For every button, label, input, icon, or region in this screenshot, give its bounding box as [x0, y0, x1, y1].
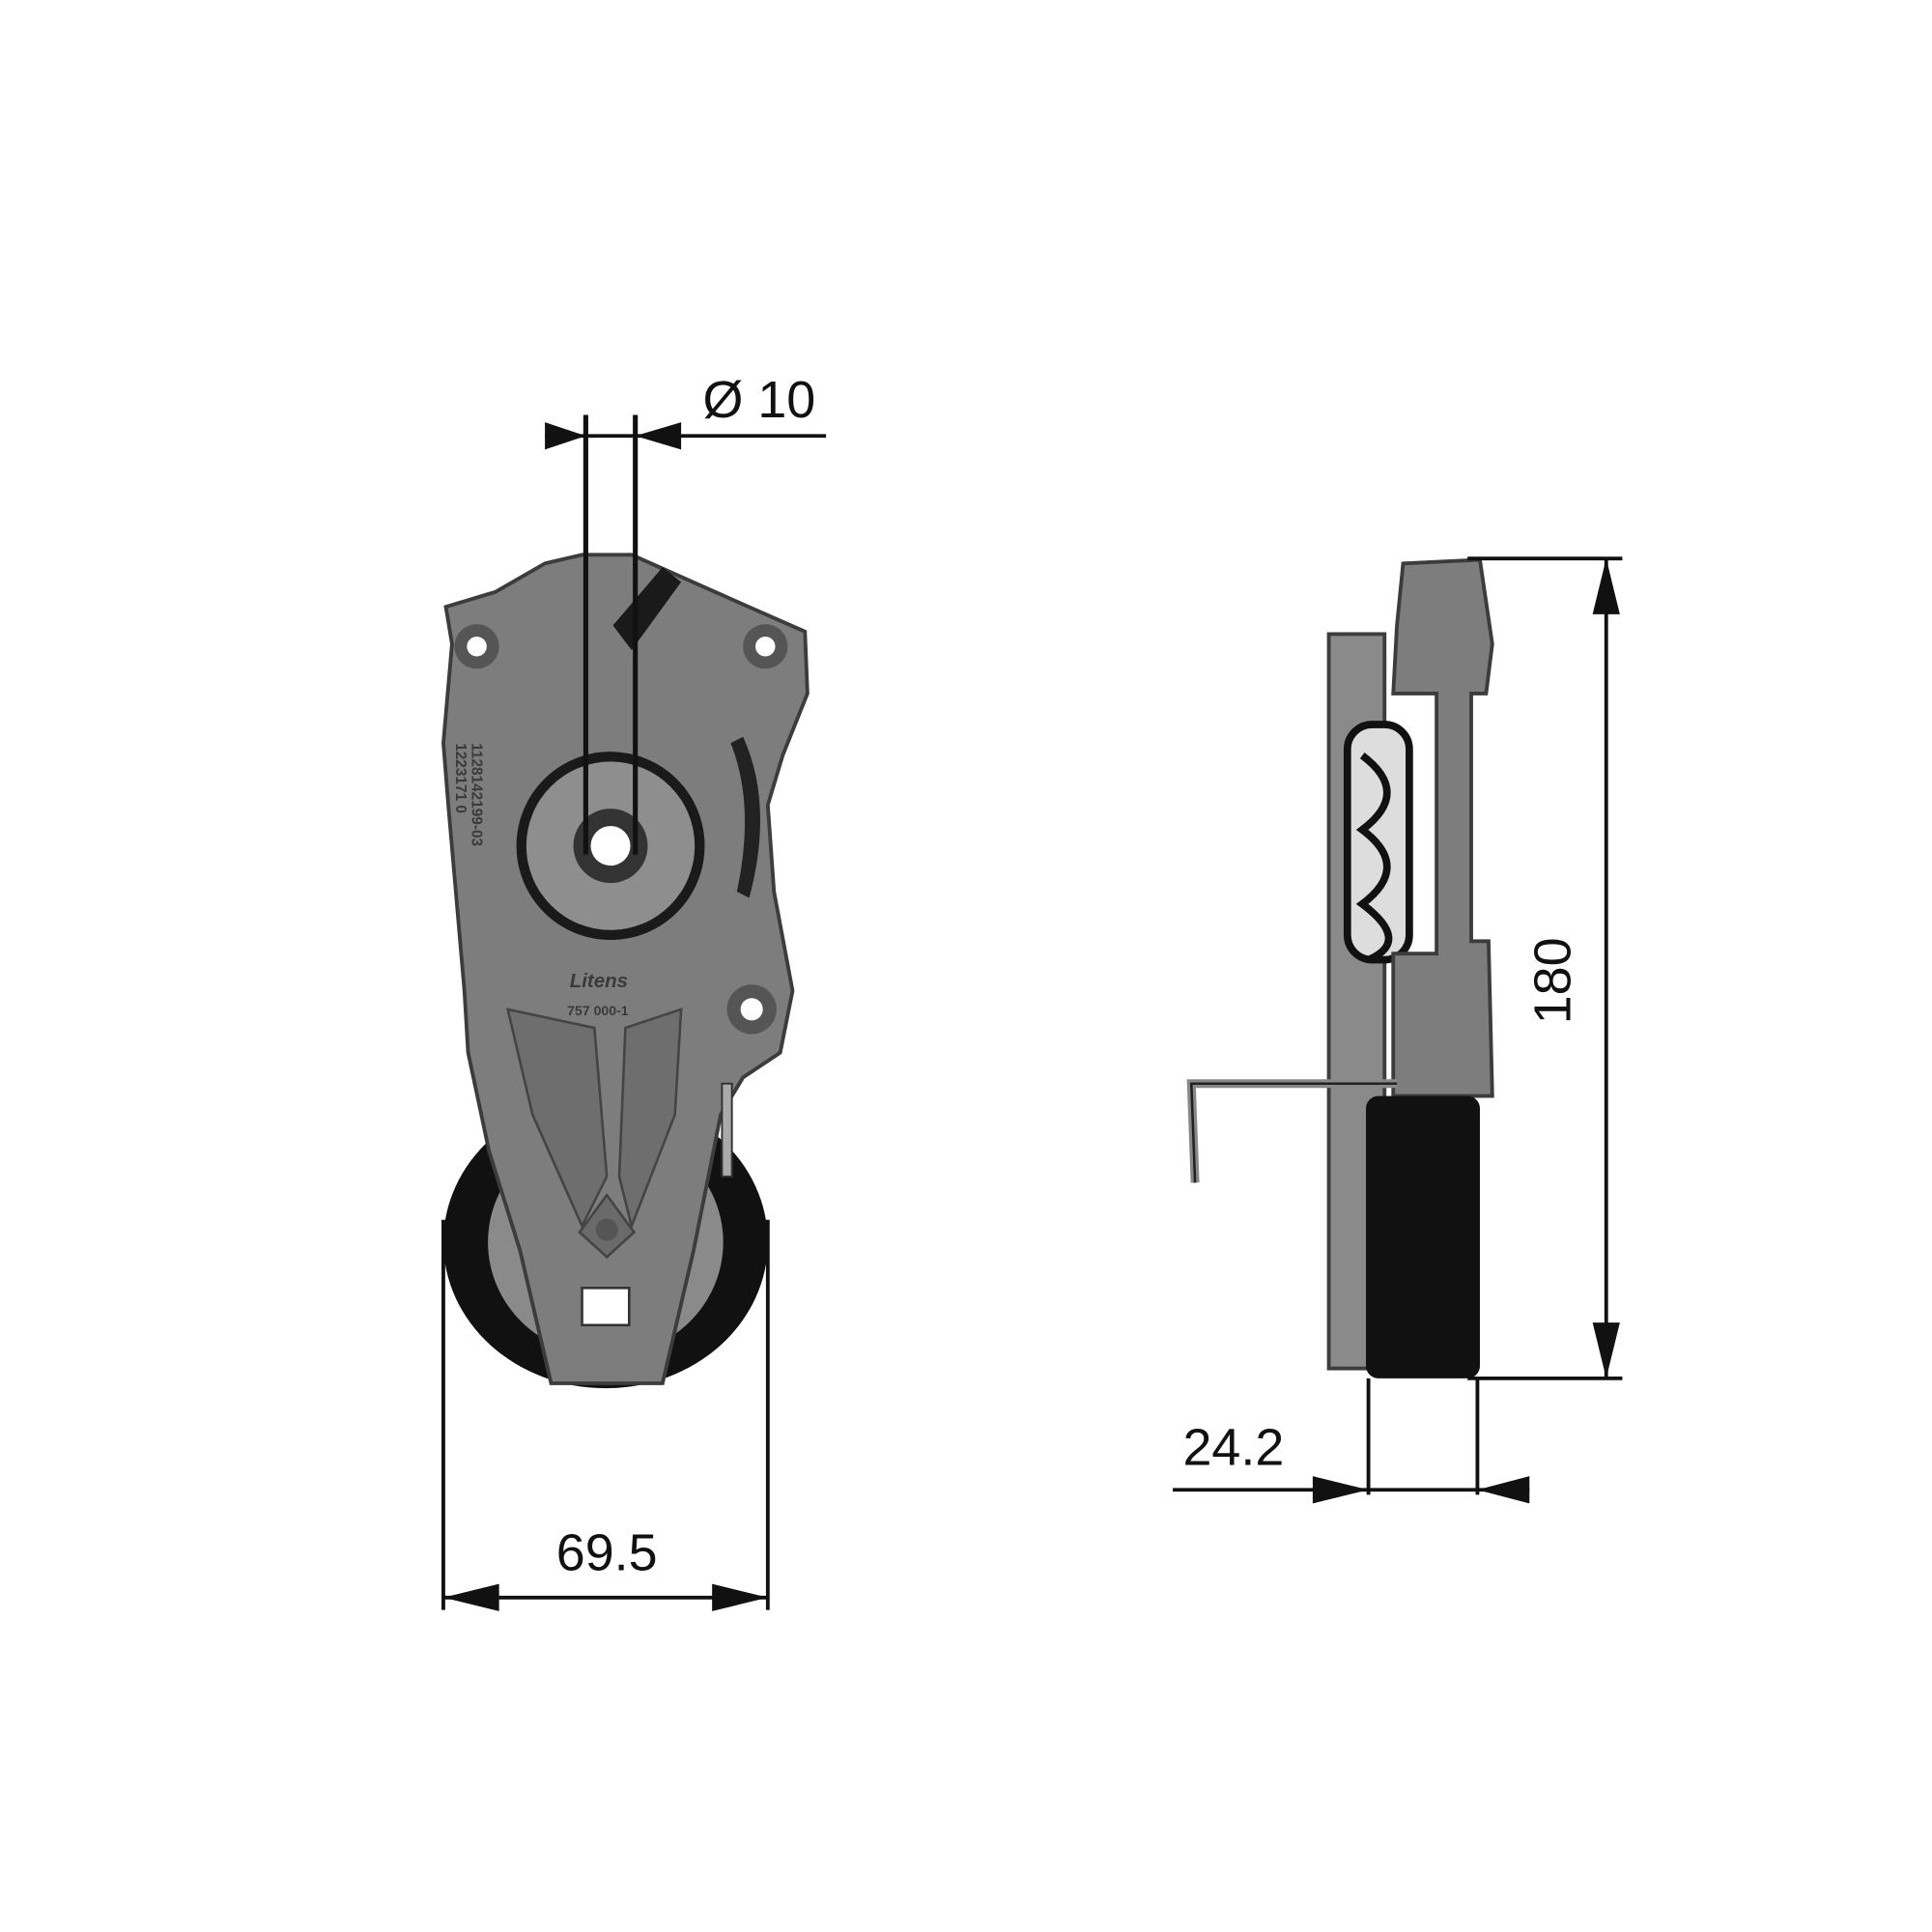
code-marking-1: 1128142199-03 [468, 743, 484, 846]
arrow-up-icon [1592, 558, 1620, 614]
mount-hole-left-bore [467, 636, 487, 657]
main-body [1391, 557, 1494, 1098]
pulley-side [1366, 1095, 1480, 1378]
arrow-right-icon [712, 1583, 768, 1611]
dimension-depth [1173, 1378, 1530, 1504]
spring-coils [1355, 752, 1393, 964]
pivot-bolt [595, 1218, 618, 1241]
arm-recess-right [617, 1008, 683, 1231]
hub-bore [590, 826, 631, 867]
arrow-left-icon [442, 1583, 499, 1611]
arrow-down-icon [1592, 1322, 1620, 1378]
side-view [1186, 557, 1494, 1378]
dimension-label-bore: Ø 10 [703, 371, 816, 429]
mount-hole-lower-bore [740, 998, 763, 1021]
dimension-front-width [441, 1219, 770, 1611]
arm-recess-left [505, 1008, 609, 1230]
front-view: Litens 757 000-1 1128142199-03 1223171 0 [441, 553, 810, 1389]
square-drive [581, 1286, 631, 1327]
mount-hole-right-bore [755, 636, 776, 657]
dimension-label-width: 69.5 [556, 1524, 658, 1582]
lock-pin [721, 1082, 733, 1178]
tensioner-housing [441, 553, 810, 1385]
lock-pin-side-outline [1189, 1082, 1398, 1183]
dimension-bore [545, 414, 827, 855]
arc-slot [730, 736, 761, 898]
dimension-label-height: 180 [1524, 937, 1582, 1024]
code-marking-2: 1223171 0 [452, 743, 469, 813]
dimension-height [1467, 556, 1623, 1380]
arrow-left-icon [635, 422, 682, 450]
dimension-label-depth: 24.2 [1182, 1419, 1284, 1477]
brand-marking: Litens [570, 970, 628, 992]
arrow-right-icon [545, 422, 586, 450]
arrow-right-icon [1312, 1476, 1369, 1504]
spring-slot [612, 567, 682, 651]
part-number-marking: 757 000-1 [567, 1003, 629, 1018]
arrow-left-icon [1477, 1476, 1530, 1504]
